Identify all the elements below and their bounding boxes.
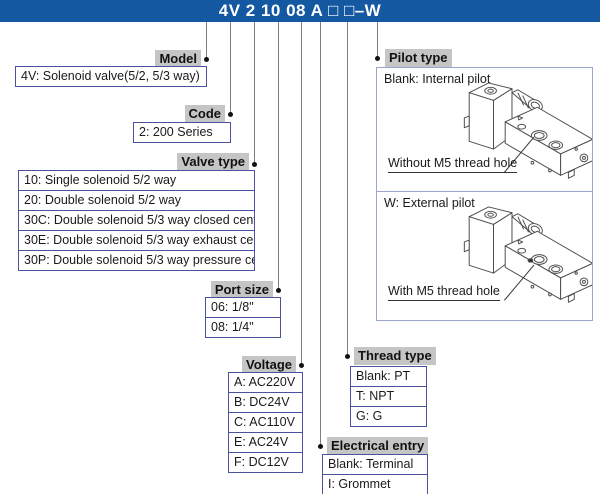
voltage-option: A: AC220V bbox=[234, 375, 296, 389]
port-size-box: 06: 1/8" 08: 1/4" bbox=[205, 297, 281, 338]
m5-thread-hole bbox=[527, 258, 534, 263]
valve-type-option: 10: Single solenoid 5/2 way bbox=[24, 173, 177, 187]
electrical-entry-option: I: Grommet bbox=[323, 474, 427, 494]
connector-dot-port-size bbox=[276, 288, 281, 293]
solenoid-valve-illustration bbox=[463, 206, 592, 303]
electrical-entry-label: Electrical entry bbox=[327, 437, 429, 455]
pilot-internal-note: Without M5 thread hole bbox=[388, 156, 518, 173]
connector-dot-voltage bbox=[299, 363, 304, 368]
thread-type-option: G: G bbox=[351, 406, 426, 426]
connector-dot-pilot-type bbox=[375, 56, 380, 61]
pilot-external-box: W: External pilot bbox=[376, 191, 593, 321]
pilot-internal-title: Blank: Internal pilot bbox=[384, 72, 491, 86]
connector-dot-thread-type bbox=[345, 354, 350, 359]
voltage-option: F: DC12V bbox=[229, 452, 302, 472]
connector-line-code bbox=[230, 22, 231, 114]
valve-type-option: 30C: Double solenoid 5/3 way closed cent… bbox=[19, 210, 254, 230]
connector-line-pilot-type bbox=[377, 22, 378, 58]
connector-dot-model bbox=[204, 57, 209, 62]
connector-line-electrical-entry bbox=[320, 22, 321, 446]
electrical-entry-box: Blank: Terminal I: Grommet bbox=[322, 454, 428, 494]
solenoid-valve-illustration bbox=[463, 82, 592, 179]
valve-type-option: 30P: Double solenoid 5/3 way pressure ce… bbox=[19, 250, 254, 270]
pilot-external-note: With M5 thread hole bbox=[388, 284, 500, 301]
voltage-box: A: AC220V B: DC24V C: AC110V E: AC24V F:… bbox=[228, 372, 303, 473]
port-size-option: 06: 1/8" bbox=[211, 300, 254, 314]
connector-dot-electrical-entry bbox=[318, 444, 323, 449]
voltage-option: E: AC24V bbox=[229, 432, 302, 452]
thread-type-box: Blank: PT T: NPT G: G bbox=[350, 366, 427, 427]
code-label: Code bbox=[184, 105, 225, 123]
valve-type-option: 20: Double solenoid 5/2 way bbox=[19, 190, 254, 210]
port-size-option: 08: 1/4" bbox=[206, 317, 280, 337]
model-option: 4V: Solenoid valve(5/2, 5/3 way) bbox=[21, 69, 200, 83]
voltage-option: B: DC24V bbox=[229, 392, 302, 412]
connector-line-valve-type bbox=[254, 22, 255, 164]
connector-line-port-size bbox=[278, 22, 279, 290]
valve-type-label: Valve type bbox=[177, 153, 249, 171]
connector-dot-code bbox=[228, 112, 233, 117]
model-code-header: 4V 2 10 08 A □ □–W bbox=[0, 0, 600, 22]
thread-type-label: Thread type bbox=[354, 347, 436, 365]
connector-line-model bbox=[206, 22, 207, 59]
voltage-label: Voltage bbox=[242, 356, 296, 374]
code-option: 2: 200 Series bbox=[139, 125, 213, 139]
valve-type-option: 30E: Double solenoid 5/3 way exhaust cen… bbox=[19, 230, 254, 250]
port-size-label: Port size bbox=[210, 281, 273, 299]
valve-type-box: 10: Single solenoid 5/2 way 20: Double s… bbox=[18, 170, 255, 271]
connector-line-thread-type bbox=[347, 22, 348, 356]
connector-dot-valve-type bbox=[252, 162, 257, 167]
pilot-internal-box: Blank: Internal pilot bbox=[376, 67, 593, 192]
thread-type-option: Blank: PT bbox=[356, 369, 411, 383]
model-label: Model bbox=[155, 50, 201, 68]
connector-line-voltage bbox=[301, 22, 302, 365]
electrical-entry-option: Blank: Terminal bbox=[328, 457, 414, 471]
pilot-external-title: W: External pilot bbox=[384, 196, 475, 210]
code-box: 2: 200 Series bbox=[133, 122, 231, 143]
voltage-option: C: AC110V bbox=[229, 412, 302, 432]
pilot-type-label: Pilot type bbox=[385, 49, 452, 67]
thread-type-option: T: NPT bbox=[351, 386, 426, 406]
model-box: 4V: Solenoid valve(5/2, 5/3 way) bbox=[15, 66, 207, 87]
